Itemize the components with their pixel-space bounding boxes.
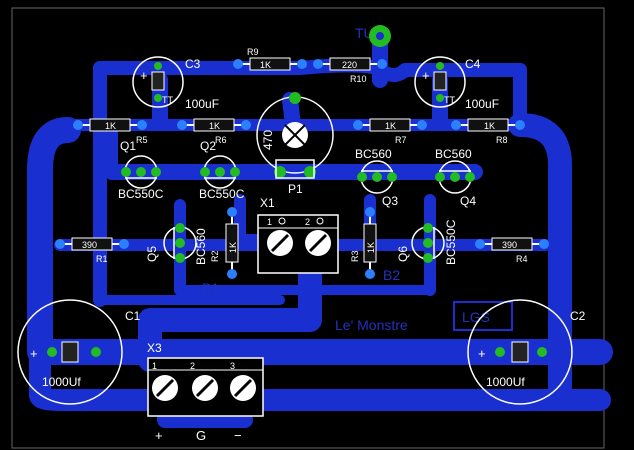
svg-text:C1: C1 xyxy=(125,309,141,323)
svg-text:1K: 1K xyxy=(228,242,238,253)
svg-text:1K: 1K xyxy=(385,121,396,131)
svg-text:R7: R7 xyxy=(395,135,407,145)
svg-text:X3: X3 xyxy=(147,341,162,355)
svg-text:BC560: BC560 xyxy=(355,147,392,161)
svg-text:Q6: Q6 xyxy=(396,246,410,262)
svg-text:1000Uf: 1000Uf xyxy=(486,375,525,389)
power-ground-label: G xyxy=(196,428,206,443)
svg-text:R9: R9 xyxy=(247,47,259,57)
svg-text:1K: 1K xyxy=(484,121,495,131)
trimpot-p1: 470 P1 xyxy=(256,92,334,196)
svg-text:Q3: Q3 xyxy=(382,194,398,208)
copper-b2: B2 xyxy=(383,267,400,283)
power-minus-label: − xyxy=(234,428,242,443)
svg-text:1K: 1K xyxy=(105,121,116,131)
svg-text:1K: 1K xyxy=(366,242,376,253)
resistor-r7: R7 1K xyxy=(353,118,427,145)
svg-text:R3: R3 xyxy=(350,250,360,262)
transistor-q1: Q1 BC550C xyxy=(118,139,164,201)
capacitor-c4: + C4 TT 100uF xyxy=(414,56,499,111)
terminal-x3: X3 1 2 3 xyxy=(147,341,264,417)
copper-b1: B1 xyxy=(202,280,219,296)
svg-text:R4: R4 xyxy=(516,254,528,264)
svg-text:100uF: 100uF xyxy=(185,97,219,111)
svg-text:470: 470 xyxy=(261,130,275,150)
svg-text:3: 3 xyxy=(230,361,235,371)
svg-text:R1: R1 xyxy=(96,254,108,264)
resistor-r8: R8 1K xyxy=(451,118,525,145)
board-outline xyxy=(11,7,605,449)
svg-text:Q2: Q2 xyxy=(200,139,216,153)
capacitor-c2: + C2 1000Uf xyxy=(467,299,586,405)
resistor-r1: R1 390 xyxy=(55,237,129,264)
svg-text:Q5: Q5 xyxy=(145,246,159,262)
svg-text:1K: 1K xyxy=(209,121,220,131)
power-plus-label: + xyxy=(155,428,163,443)
svg-text:1: 1 xyxy=(267,217,272,227)
capacitor-c1: + C1 1000Uf xyxy=(17,299,141,405)
svg-text:1000Uf: 1000Uf xyxy=(42,375,81,389)
svg-text:+: + xyxy=(478,346,486,361)
svg-text:C3: C3 xyxy=(185,57,201,71)
svg-text:C4: C4 xyxy=(465,57,481,71)
svg-text:+: + xyxy=(422,68,430,83)
svg-text:220: 220 xyxy=(342,60,357,70)
svg-text:TT: TT xyxy=(162,95,173,105)
resistor-r2: R2 1K xyxy=(210,207,239,279)
transistor-q6: Q6 BC550C xyxy=(396,219,458,265)
svg-text:BC560: BC560 xyxy=(435,147,472,161)
svg-text:R8: R8 xyxy=(496,135,508,145)
svg-text:1K: 1K xyxy=(260,60,271,70)
svg-text:R10: R10 xyxy=(350,74,367,84)
transistor-q2: Q2 BC550C xyxy=(199,139,245,201)
svg-text:R2: R2 xyxy=(210,250,220,262)
svg-text:TT: TT xyxy=(444,95,455,105)
svg-text:C2: C2 xyxy=(570,309,586,323)
svg-text:+: + xyxy=(140,68,148,83)
svg-text:Q1: Q1 xyxy=(120,139,136,153)
logo-box xyxy=(453,301,513,331)
svg-text:390: 390 xyxy=(502,240,517,250)
transistor-q5: Q5 BC560 xyxy=(145,223,208,265)
terminal-x1: X1 1 2 xyxy=(257,196,339,274)
resistor-r10: R10 220 xyxy=(313,57,387,84)
copper-logo: LGS xyxy=(462,309,490,325)
svg-text:R6: R6 xyxy=(215,135,227,145)
resistor-r9: R9 1K xyxy=(233,47,307,71)
svg-text:BC560: BC560 xyxy=(194,228,208,265)
resistor-r6: R6 1K xyxy=(177,118,251,145)
svg-text:BC550C: BC550C xyxy=(118,187,164,201)
svg-text:2: 2 xyxy=(305,217,310,227)
svg-text:BC550C: BC550C xyxy=(199,187,245,201)
svg-text:2: 2 xyxy=(190,361,195,371)
capacitor-c3: + C3 TT 100uF xyxy=(132,56,219,111)
svg-text:P1: P1 xyxy=(288,182,303,196)
svg-text:+: + xyxy=(30,346,38,361)
transistor-q4: Q4 BC560 xyxy=(435,147,476,208)
svg-text:X1: X1 xyxy=(260,196,275,210)
resistor-r4: R4 390 xyxy=(475,237,549,264)
svg-text:Q4: Q4 xyxy=(460,194,476,208)
resistor-r3: R3 1K xyxy=(350,207,377,279)
svg-text:BC550C: BC550C xyxy=(444,219,458,265)
copper-credit: Le' Monstre xyxy=(335,317,408,333)
svg-text:390: 390 xyxy=(82,240,97,250)
svg-text:1: 1 xyxy=(152,361,157,371)
svg-text:R5: R5 xyxy=(136,135,148,145)
transistor-q3: Q3 BC560 xyxy=(355,147,398,208)
svg-text:100uF: 100uF xyxy=(465,97,499,111)
resistor-r5: R5 1K xyxy=(73,118,148,145)
